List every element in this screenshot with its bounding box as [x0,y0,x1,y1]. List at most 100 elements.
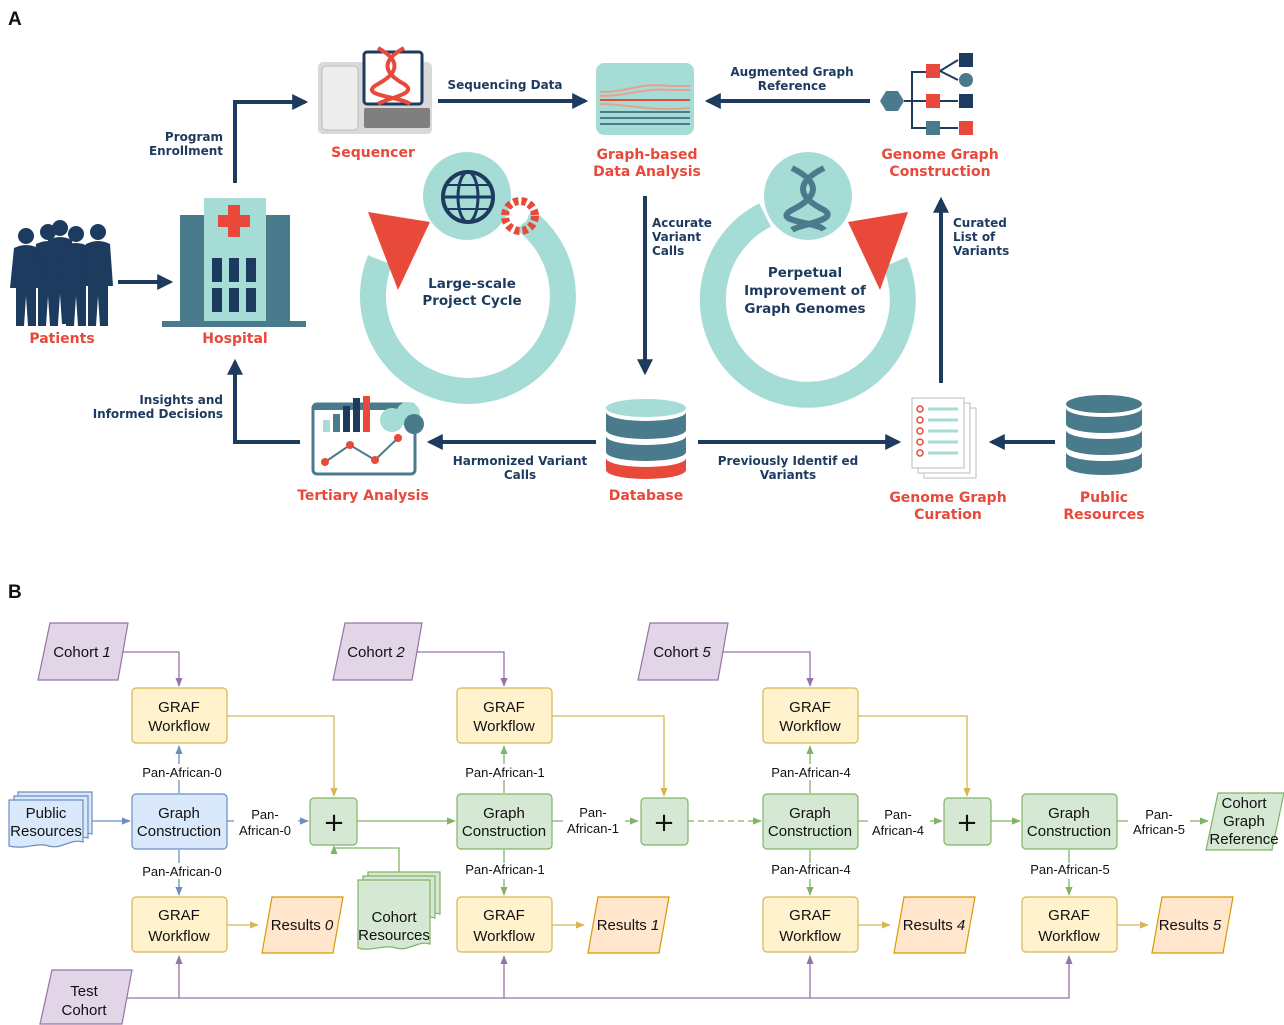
large-scale-cycle [359,152,576,404]
sequencer-icon [318,46,432,134]
merge-plus-0: + [309,797,358,846]
panel-b-label: B [8,582,22,603]
graph-construction-1: Graph Construction [456,793,553,850]
hospital-label: Hospital [202,331,267,347]
svg-text:Results 5: Results 5 [1159,917,1222,934]
program-enrollment-line1: Program [165,130,223,144]
curation-line1: Genome Graph [889,490,1006,506]
svg-text:Cohort: Cohort [371,909,417,926]
edge-pan0-bottom: Pan-African-0 [142,864,221,879]
svg-text:Workflow: Workflow [1038,928,1100,945]
public-res-line2: Resources [1063,507,1144,523]
public-resources-db-icon [1066,395,1142,475]
edge-pan5-right-b: African-5 [1133,822,1185,837]
svg-text:GRAF: GRAF [789,907,831,924]
edge-pan1-right-b: African-1 [567,821,619,836]
edge-pan5-right-a: Pan- [1145,807,1172,822]
svg-text:Reference: Reference [1209,831,1278,848]
perpetual-cycle [699,152,916,408]
cohort-resources-node: Cohort Resources [357,871,441,950]
accurate-line3: Calls [652,244,684,258]
construction-line1: Genome Graph [881,147,998,163]
svg-text:+: + [653,808,675,838]
hospital-icon [162,198,306,327]
edge-pan5-bottom: Pan-African-5 [1030,862,1109,877]
construction-line2: Construction [889,164,990,180]
svg-text:Construction: Construction [462,823,546,840]
program-enrollment-line2: Enrollment [149,144,223,158]
svg-text:GRAF: GRAF [158,907,200,924]
svg-text:Public: Public [26,805,67,822]
svg-text:Results 0: Results 0 [271,917,334,934]
graph-analysis-line2: Data Analysis [593,164,701,180]
graf-workflow-bottom-0: GRAF Workflow [131,896,228,953]
results-0-node: Results 0 [261,896,344,954]
edge-pan1-right-a: Pan- [579,805,606,820]
edge-pan1-bottom: Pan-African-1 [465,862,544,877]
svg-text:Workflow: Workflow [148,718,210,735]
edge-pan1-top: Pan-African-1 [465,765,544,780]
svg-text:Cohort 1: Cohort 1 [53,644,111,661]
svg-text:Cohort: Cohort [61,1002,107,1019]
svg-text:Resources: Resources [358,927,430,944]
accurate-line2: Variant [652,230,701,244]
svg-text:Workflow: Workflow [779,718,841,735]
graph-analysis-icon [596,63,694,135]
graf-workflow-bottom-5: GRAF Workflow [1021,896,1118,953]
svg-text:Construction: Construction [1027,823,1111,840]
merge-plus-4: + [943,797,992,846]
svg-text:Workflow: Workflow [779,928,841,945]
svg-text:GRAF: GRAF [1048,907,1090,924]
svg-text:+: + [956,808,978,838]
graf-workflow-bottom-1: GRAF Workflow [456,896,553,953]
svg-text:Resources: Resources [10,823,82,840]
perpetual-line2: Improvement of [744,283,866,299]
augmented-line2: Reference [758,79,827,93]
graph-construction-5: Graph Construction [1021,793,1118,850]
results-5-node: Results 5 [1151,896,1234,954]
public-resources-node: Public Resources [8,791,93,848]
curated-line1: Curated [953,216,1007,230]
svg-text:Cohort: Cohort [1221,795,1267,812]
patients-label: Patients [29,331,94,347]
graf-workflow-top-1: GRAF Workflow [456,687,553,744]
large-scale-line2: Project Cycle [422,293,521,309]
svg-text:Workflow: Workflow [473,928,535,945]
svg-text:Cohort 5: Cohort 5 [653,644,711,661]
curation-icon [911,397,977,479]
curation-line2: Curation [914,507,982,523]
edge-pan0-top: Pan-African-0 [142,765,221,780]
graf-workflow-top-0: GRAF Workflow [131,687,228,744]
curated-line2: List of [953,230,996,244]
arrow-hospital-sequencer [233,94,309,183]
cohort-5-node: Cohort 5 [637,622,729,681]
insights-line2: Informed Decisions [93,407,223,421]
results-4-node: Results 4 [893,896,976,954]
tertiary-analysis-icon [311,396,424,476]
panel-a-label: A [8,9,22,30]
svg-text:Graph: Graph [789,805,831,822]
svg-text:Results 1: Results 1 [597,917,660,934]
graph-construction-0: Graph Construction [131,793,228,850]
svg-text:Construction: Construction [137,823,221,840]
graph-analysis-line1: Graph-based [597,147,698,163]
graf-workflow-bottom-4: GRAF Workflow [762,896,859,953]
cohort-graph-reference-node: Cohort Graph Reference [1205,792,1284,851]
results-1-node: Results 1 [587,896,670,954]
sequencer-label: Sequencer [331,145,415,161]
svg-text:GRAF: GRAF [483,699,525,716]
insights-line1: Insights and [139,393,223,407]
svg-text:Workflow: Workflow [473,718,535,735]
test-cohort-node: Test Cohort [39,969,133,1025]
cohort-1-node: Cohort 1 [37,622,129,681]
svg-text:+: + [323,808,345,838]
svg-text:Construction: Construction [768,823,852,840]
svg-text:Graph: Graph [1048,805,1090,822]
augmented-line1: Augmented Graph [730,65,853,79]
sequencing-data-label: Sequencing Data [447,78,562,92]
edge-pan4-top: Pan-African-4 [771,765,850,780]
public-res-line1: Public [1080,490,1128,506]
merge-plus-1: + [640,797,689,846]
large-scale-line1: Large-scale [428,276,516,292]
accurate-line1: Accurate [652,216,712,230]
